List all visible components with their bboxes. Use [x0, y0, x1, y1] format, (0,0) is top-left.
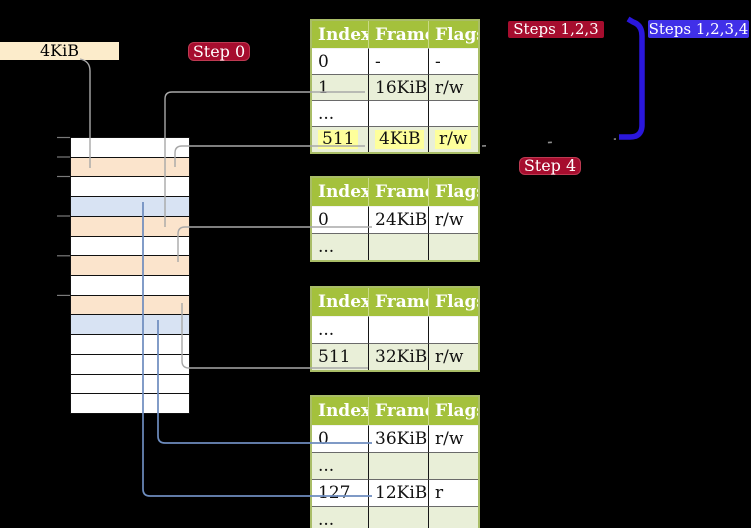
- column-header-index: Index: [312, 178, 369, 206]
- table-cell: [369, 100, 429, 126]
- column-header-frame: Frame: [369, 397, 429, 425]
- table-cell: r: [429, 479, 478, 506]
- memory-frame-10-white: [71, 334, 189, 354]
- memory-frame-7-white: [71, 275, 189, 295]
- table-cell: 12KiB: [369, 479, 429, 506]
- memory-frame-4-peach: [71, 215, 189, 236]
- column-header-flags: Flags: [429, 397, 478, 425]
- table-cell: [369, 316, 429, 343]
- column-header-frame: Frame: [369, 21, 429, 48]
- table-cell: [369, 506, 429, 528]
- memory-frame-2-white: [71, 176, 189, 197]
- table-cell: 36KiB: [369, 425, 429, 452]
- memory-frame-9-blue: [71, 314, 189, 335]
- highlighted-entry: r/w: [435, 129, 472, 150]
- table-cell: 4KiB: [369, 126, 429, 152]
- page-table-level-4: IndexFrameFlags 036KiBr/w...12712KiBr...: [310, 395, 480, 528]
- memory-frame-11-white: [71, 353, 189, 374]
- highlighted-entry: 4KiB: [375, 129, 425, 150]
- table-cell: [429, 506, 478, 528]
- table-cell: r/w: [429, 343, 478, 370]
- memory-frame-0-white: [71, 138, 189, 157]
- table-cell: r/w: [429, 206, 478, 233]
- table-cell: [429, 233, 478, 260]
- frame-size-text: 4KiB: [39, 41, 79, 60]
- frame-size-label: 4KiB: [0, 42, 119, 60]
- table-cell: 0: [312, 206, 369, 233]
- table-cell: [369, 233, 429, 260]
- memory-frame-6-peach: [71, 255, 189, 276]
- table-cell: -: [369, 48, 429, 74]
- column-header-flags: Flags: [429, 288, 478, 316]
- column-header-flags: Flags: [429, 178, 478, 206]
- table-cell: [429, 452, 478, 479]
- table-cell: r/w: [429, 126, 478, 152]
- table-cell: 127: [312, 479, 369, 506]
- column-header-index: Index: [312, 397, 369, 425]
- column-header-frame: Frame: [369, 178, 429, 206]
- badge-step-0: Step 0: [188, 42, 250, 61]
- table-cell: 1: [312, 74, 369, 100]
- table-cell: 0: [312, 48, 369, 74]
- connector-loop-back-arrow: [619, 16, 645, 140]
- table-cell: ...: [312, 233, 369, 260]
- column-header-index: Index: [312, 21, 369, 48]
- memory-frame-1-peach: [71, 156, 189, 177]
- memory-frame-8-peach: [71, 294, 189, 315]
- column-header-frame: Frame: [369, 288, 429, 316]
- badge-step-4: Step 4: [519, 157, 581, 175]
- table-cell: 0: [312, 425, 369, 452]
- badge-steps-1-2-3: Steps 1,2,3: [508, 21, 604, 38]
- memory-frame-3-blue: [71, 196, 189, 216]
- highlighted-entry: 511: [318, 129, 359, 150]
- memory-frame-5-white: [71, 235, 189, 256]
- column-header-index: Index: [312, 288, 369, 316]
- table-cell: 511: [312, 343, 369, 370]
- table-cell: r/w: [429, 425, 478, 452]
- table-cell: [369, 452, 429, 479]
- table-cell: ...: [312, 316, 369, 343]
- badge-steps-1-2-3-4: Steps 1,2,3,4: [648, 20, 749, 38]
- memory-frame-12-white: [71, 373, 189, 394]
- table-cell: [429, 316, 478, 343]
- table-cell: 511: [312, 126, 369, 152]
- table-cell: 24KiB: [369, 206, 429, 233]
- table-cell: ...: [312, 452, 369, 479]
- page-table-level-2: IndexFrameFlags 024KiBr/w...: [310, 176, 480, 262]
- table-cell: ...: [312, 100, 369, 126]
- table-cell: -: [429, 48, 478, 74]
- table-cell: 32KiB: [369, 343, 429, 370]
- table-cell: r/w: [429, 74, 478, 100]
- physical-memory-stack: [70, 137, 190, 414]
- table-cell: [429, 100, 478, 126]
- table-cell: ...: [312, 506, 369, 528]
- table-cell: 16KiB: [369, 74, 429, 100]
- memory-frame-13-white: [71, 393, 189, 414]
- column-header-flags: Flags: [429, 21, 478, 48]
- connector-dotted-guide: [481, 138, 617, 147]
